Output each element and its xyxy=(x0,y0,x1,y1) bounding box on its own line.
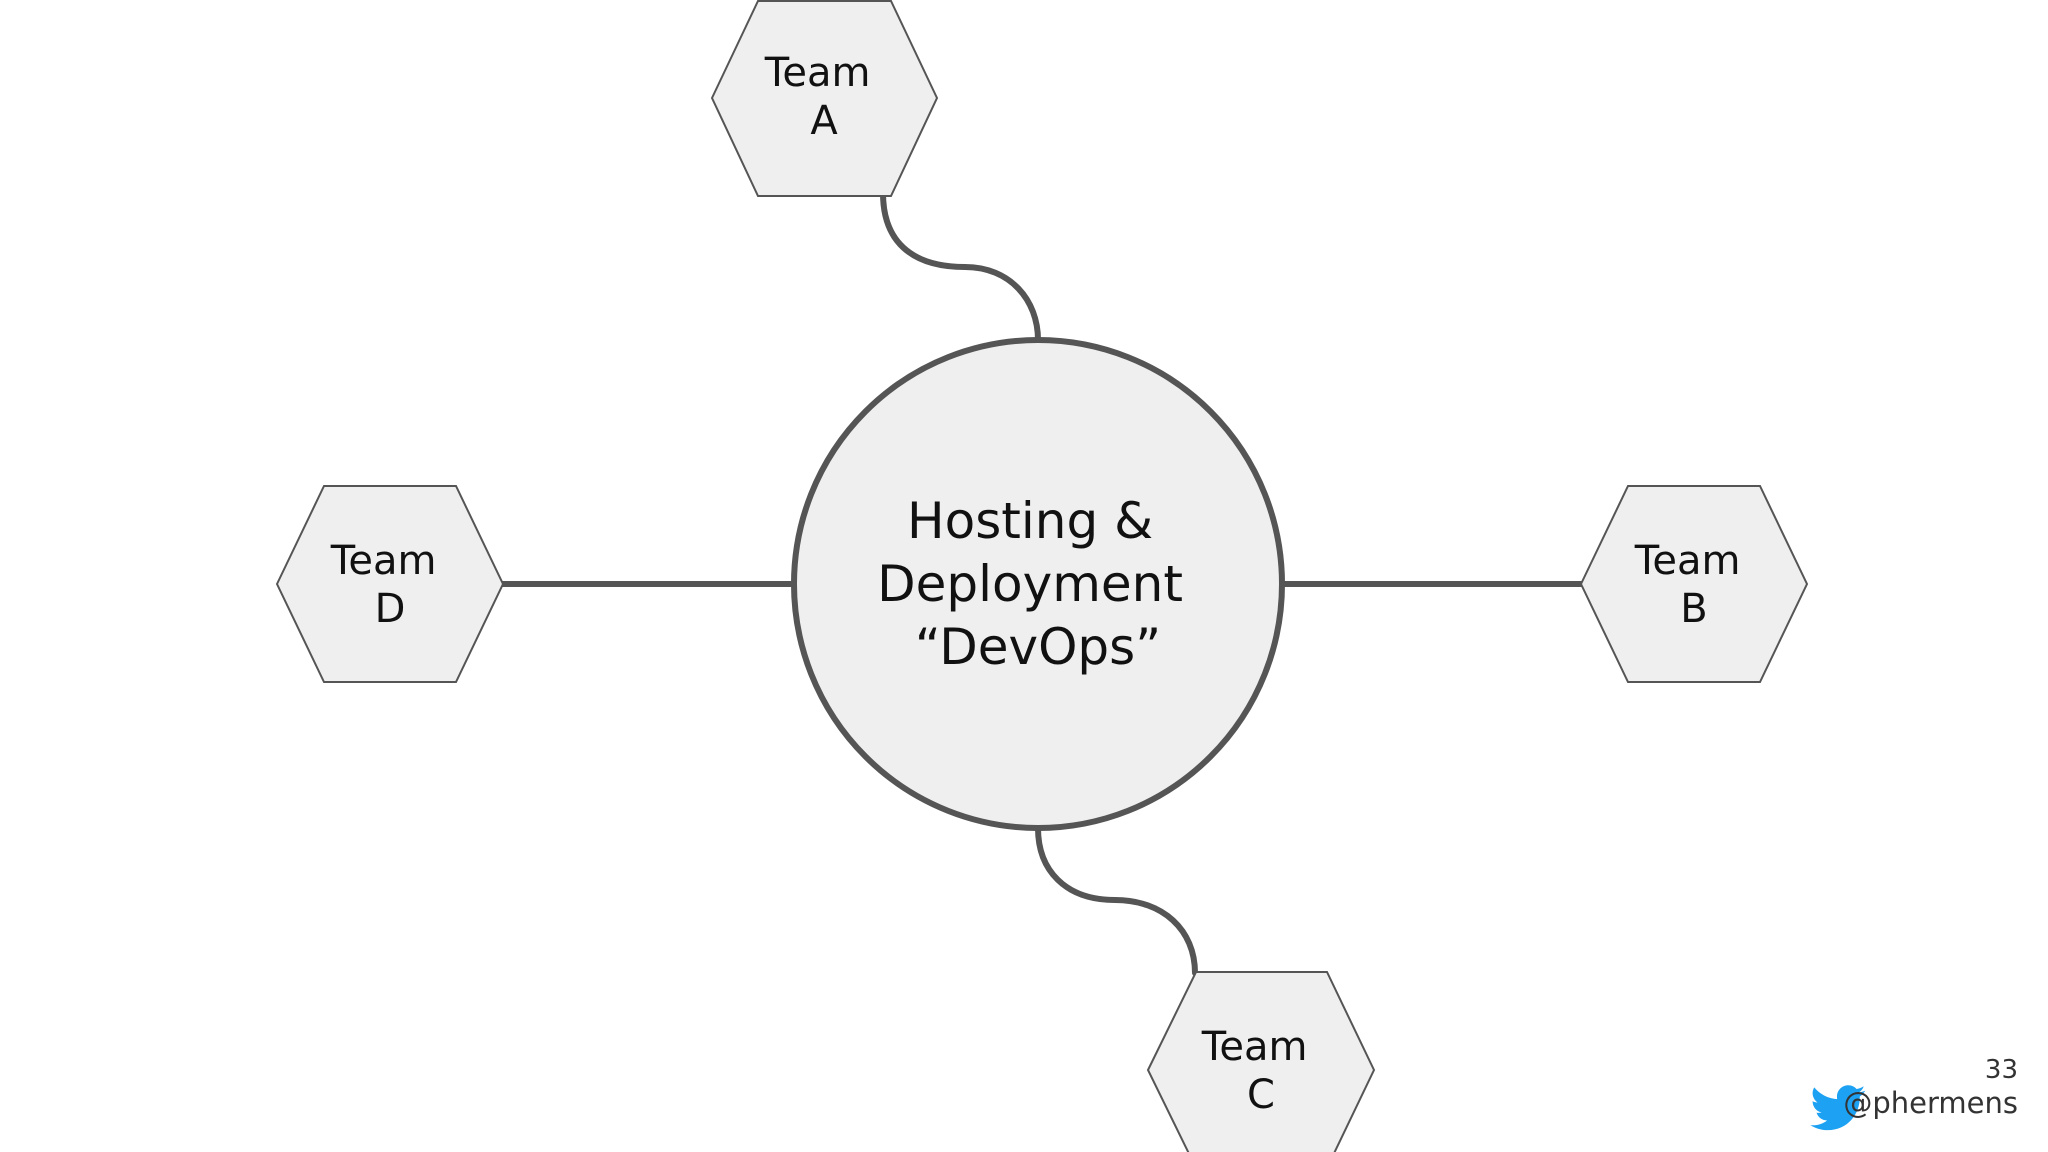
team-c-node: Team C xyxy=(1146,971,1376,1152)
team-a-label-line-2: A xyxy=(810,98,838,144)
team-c-label: Team C xyxy=(1201,1024,1320,1118)
team-d-hexagon xyxy=(275,485,505,683)
team-b-label: Team B xyxy=(1634,538,1753,632)
team-a-label: Team A xyxy=(764,50,883,144)
team-d-label-line-1: Team xyxy=(330,538,437,584)
team-d-node: Team D xyxy=(275,485,505,683)
connector-team-a xyxy=(880,190,1041,343)
twitter-bird-icon xyxy=(1810,1085,1866,1131)
hub-label-line-3: “DevOps” xyxy=(915,618,1161,676)
team-b-label-line-1: Team xyxy=(1634,538,1741,584)
team-c-hexagon xyxy=(1146,971,1376,1152)
team-b-label-line-2: B xyxy=(1680,586,1707,632)
hub-label: Hosting & Deployment “DevOps” xyxy=(877,492,1199,676)
team-a-label-line-1: Team xyxy=(764,50,871,96)
team-c-label-line-1: Team xyxy=(1201,1024,1308,1070)
connectors xyxy=(499,190,1585,976)
hub-label-line-2: Deployment xyxy=(877,555,1183,613)
team-c-label-line-2: C xyxy=(1247,1072,1275,1118)
hub-label-line-1: Hosting & xyxy=(907,492,1153,550)
hub-node: Hosting & Deployment “DevOps” xyxy=(791,337,1285,831)
slide-footer: 33 @phermens xyxy=(1810,1055,2018,1131)
team-d-label-line-2: D xyxy=(375,586,406,632)
team-a-node: Team A xyxy=(710,0,939,197)
connector-team-c xyxy=(1035,825,1198,976)
team-d-label: Team D xyxy=(330,538,449,632)
page-number: 33 xyxy=(1985,1055,2018,1085)
team-a-hexagon xyxy=(710,0,939,197)
team-b-hexagon xyxy=(1579,485,1809,683)
hub-circle xyxy=(791,337,1285,831)
twitter-handle: @phermens xyxy=(1843,1086,2018,1120)
team-b-node: Team B xyxy=(1579,485,1809,683)
